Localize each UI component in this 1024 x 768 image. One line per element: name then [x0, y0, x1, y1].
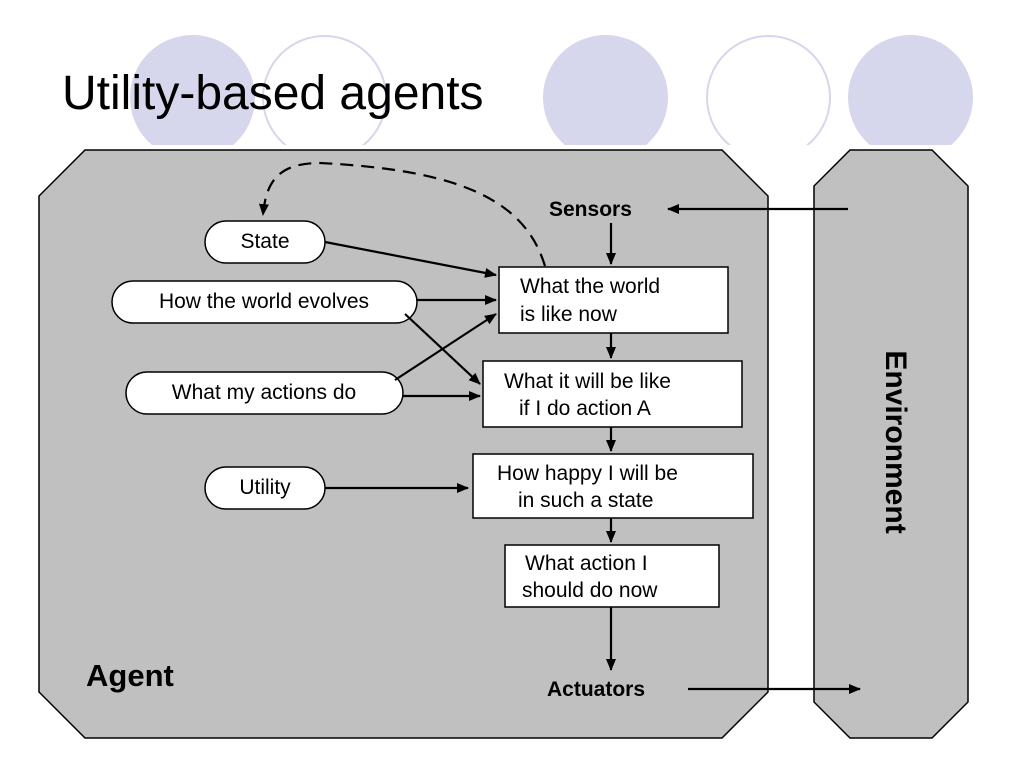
action-now-line1: What action I	[525, 552, 648, 575]
will-be-like-line1: What it will be like	[504, 370, 671, 393]
will-be-like-line2: if I do action A	[519, 397, 651, 420]
arrow-dashed-feedback	[258, 161, 547, 267]
world-now-line2: is like now	[520, 303, 618, 326]
arrow-state-to-world-now	[324, 240, 497, 278]
environment-label: Environment	[879, 350, 912, 533]
world-now-box	[498, 266, 729, 334]
action-now-line2: should do now	[522, 579, 658, 602]
actions-do-oval	[125, 371, 404, 415]
actuators-label: Actuators	[547, 678, 645, 701]
decor-circle-1	[130, 35, 255, 160]
slide-title: Utility-based agents	[62, 67, 484, 120]
agent-label: Agent	[86, 658, 174, 693]
sensors-label: Sensors	[549, 198, 632, 221]
how-happy-box	[472, 453, 754, 519]
state-label: State	[240, 230, 289, 253]
decor-circle-4	[706, 35, 831, 160]
environment-panel	[813, 149, 969, 739]
actions-do-label: What my actions do	[172, 381, 356, 404]
decor-circle-2	[262, 35, 387, 160]
will-be-like-box	[482, 360, 743, 428]
action-now-box	[504, 544, 720, 608]
agent-panel	[38, 149, 769, 739]
how-happy-line1: How happy I will be	[497, 462, 678, 485]
decor-circle-3	[543, 35, 668, 160]
world-evolves-label: How the world evolves	[159, 290, 369, 313]
arrow-actions-to-world-now	[394, 313, 497, 381]
decor-circle-5	[848, 35, 973, 160]
world-evolves-oval	[111, 280, 418, 324]
utility-label: Utility	[239, 476, 291, 499]
world-now-line1: What the world	[520, 275, 660, 298]
how-happy-line2: in such a state	[518, 489, 653, 512]
